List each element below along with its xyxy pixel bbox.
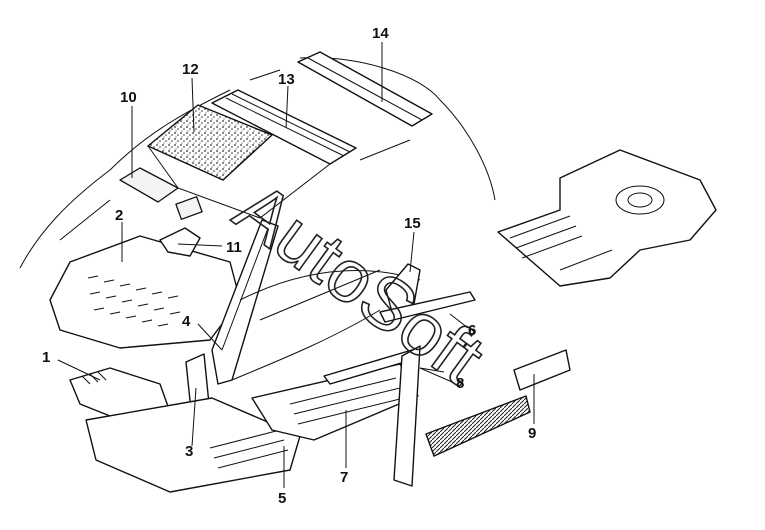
callout-9: 9 [528,425,536,442]
part-7-floor-reinforcement [251,363,419,441]
roof-outline [147,69,411,219]
callout-15: 15 [404,215,421,232]
callout-1: 1 [42,349,50,366]
part-6-side-sill [379,291,476,323]
part-13-roof-bow [211,89,357,165]
part-9-sill-trim [425,349,571,457]
callout-8: 8 [456,375,464,392]
callout-11: 11 [226,239,242,256]
part-2-front-floor-insulation [49,235,241,349]
callout-10: 10 [120,89,137,106]
part-14-roof-rail [297,51,433,127]
callout-4: 4 [182,313,191,330]
callout-13: 13 [278,71,295,88]
callout-6: 6 [468,322,476,339]
callout-14: 14 [372,25,389,42]
b-pillar [393,345,421,487]
callout-12: 12 [182,61,199,78]
callout-3: 3 [185,443,193,460]
leader-lines [57,42,535,488]
callout-7: 7 [340,469,348,486]
part-15-bracket [385,263,421,313]
callout-2: 2 [115,207,123,224]
part-12-roof-sound-deadener [146,104,274,181]
callout-5: 5 [278,490,286,507]
part-11-bracket [159,196,203,257]
part-5-floor-panel [85,397,301,493]
part-4-a-pillar [211,219,279,385]
rear-floor-detail [497,149,717,287]
callouts: 1 2 3 4 5 6 7 8 9 10 11 12 13 14 15 [42,25,536,507]
part-10-panel [119,167,179,203]
